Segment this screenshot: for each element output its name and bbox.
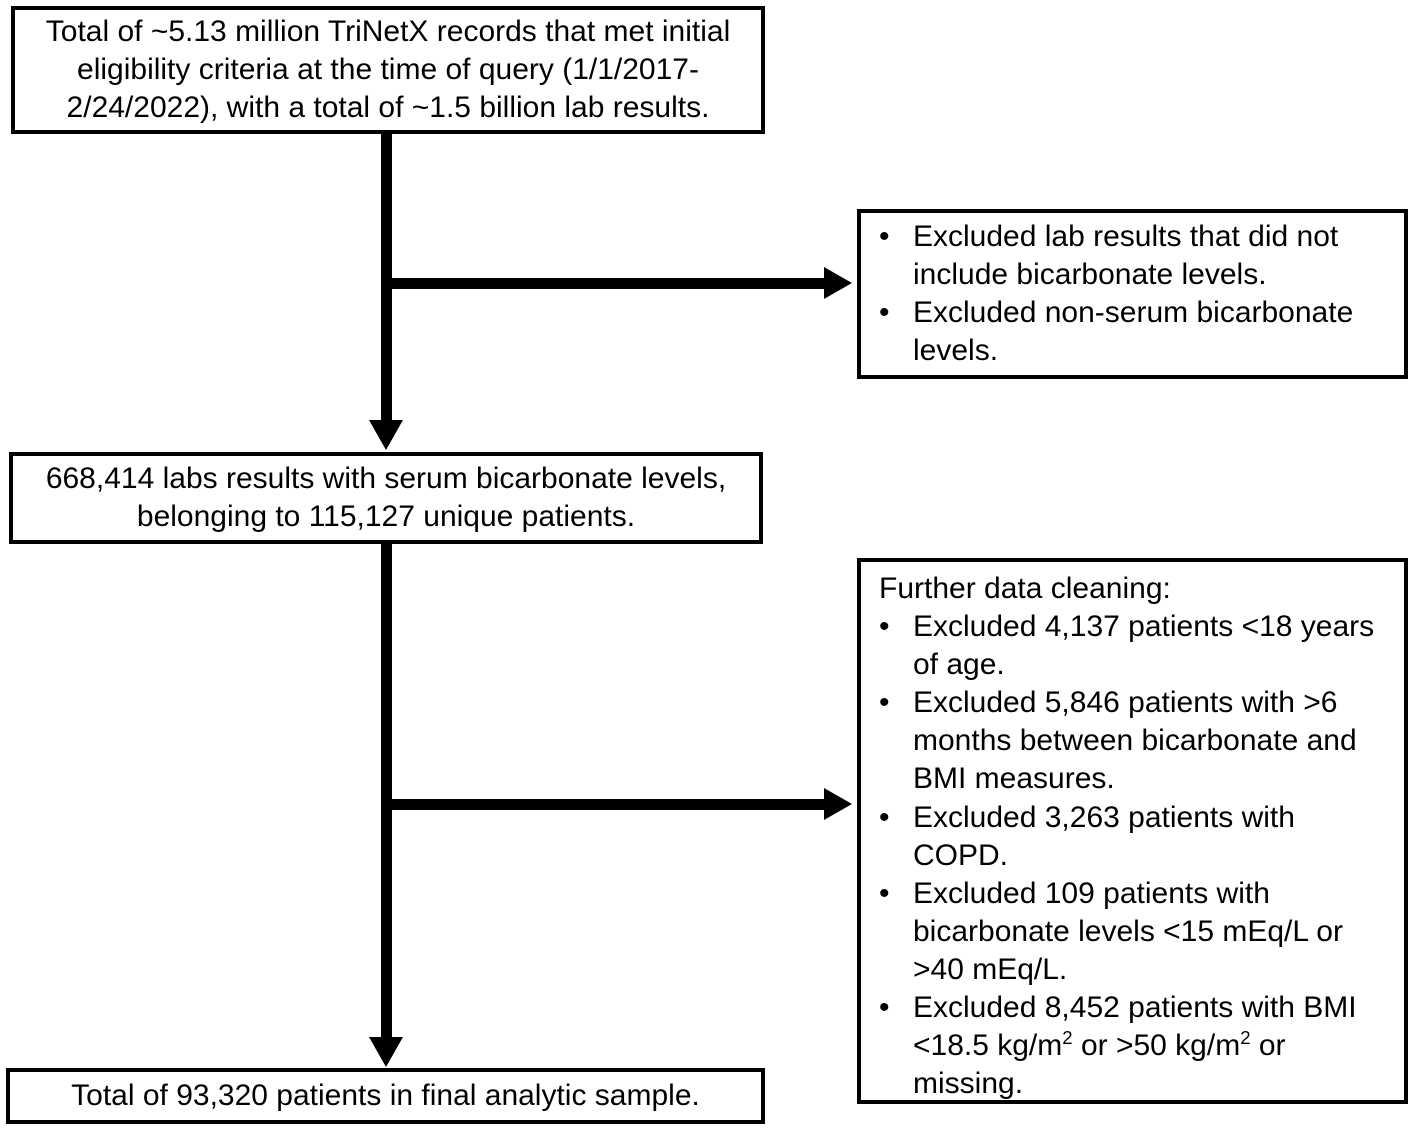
list-item: Excluded 109 patients with bicarbonate l… — [867, 875, 1394, 989]
list-item: Excluded 4,137 patients <18 years of age… — [867, 608, 1394, 684]
source-records-line-1: Total of ~5.13 million TriNetX records t… — [45, 14, 731, 48]
bmi-text-part-1: Excluded 8,452 patients with BMI <18.5 k… — [913, 991, 1357, 1063]
list-item-bmi: Excluded 8,452 patients with BMI <18.5 k… — [867, 989, 1394, 1103]
box-bicarbonate-labs: 668,414 labs results with serum bicarbon… — [9, 452, 763, 544]
source-records-line-2: eligibility criteria at the time of quer… — [77, 52, 699, 86]
bicarbonate-labs-line-1: 668,414 labs results with serum bicarbon… — [45, 461, 727, 495]
list-item: Excluded 3,263 patients with COPD. — [867, 799, 1394, 875]
bmi-superscript-1: 2 — [1062, 1027, 1073, 1049]
box-source-records: Total of ~5.13 million TriNetX records t… — [11, 6, 765, 134]
bmi-superscript-2: 2 — [1240, 1027, 1251, 1049]
box-exclusion-cleaning: Further data cleaning: Excluded 4,137 pa… — [857, 558, 1408, 1104]
arrow-branch-exclusion-cleaning-head — [824, 788, 852, 820]
exclusion-labs-list: Excluded lab results that did not includ… — [867, 218, 1394, 370]
list-item: Excluded non-serum bicarbonate levels. — [867, 294, 1394, 370]
list-item: Excluded lab results that did not includ… — [867, 218, 1394, 294]
arrow-branch-exclusion-labs-stem — [392, 278, 826, 289]
arrow-bicarbonate-to-final-stem — [381, 544, 392, 1040]
bmi-text-part-2: or >50 kg/m — [1072, 1029, 1241, 1063]
exclusion-cleaning-list: Excluded 4,137 patients <18 years of age… — [867, 608, 1394, 1103]
arrow-source-to-bicarbonate-stem — [381, 134, 392, 422]
bicarbonate-labs-line-2: belonging to 115,127 unique patients. — [136, 500, 636, 533]
arrow-bicarbonate-to-final-head — [369, 1037, 403, 1067]
box-exclusion-labs: Excluded lab results that did not includ… — [857, 209, 1408, 379]
bmi-text-part-3: or missing. — [913, 1029, 1286, 1101]
arrow-branch-exclusion-labs-head — [824, 267, 852, 299]
box-final-sample: Total of 93,320 patients in final analyt… — [6, 1068, 765, 1124]
arrow-branch-exclusion-cleaning-stem — [392, 799, 826, 810]
list-item: Excluded 5,846 patients with >6 months b… — [867, 684, 1394, 798]
arrow-source-to-bicarbonate-head — [369, 420, 403, 450]
source-records-line-3: 2/24/2022), with a total of ~1.5 billion… — [66, 91, 710, 125]
exclusion-cleaning-heading: Further data cleaning: — [879, 572, 1171, 605]
final-sample-line-1: Total of 93,320 patients in final analyt… — [71, 1078, 700, 1112]
